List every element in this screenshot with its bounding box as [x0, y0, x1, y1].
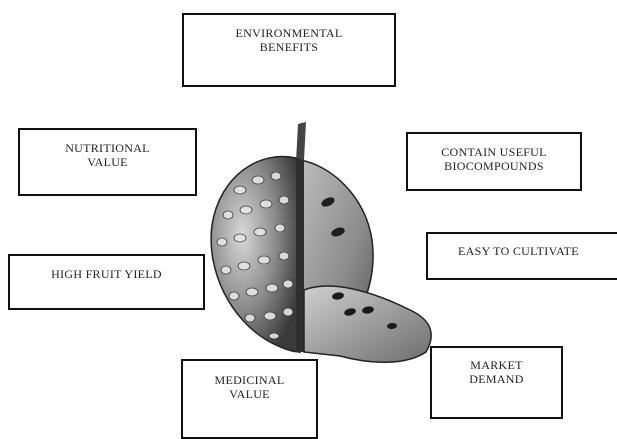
sugar-apple-illustration — [200, 120, 440, 370]
box-easy-to-cultivate: EASY TO CULTIVATE — [426, 232, 617, 280]
label-useful-biocompounds: CONTAIN USEFUL BIOCOMPOUNDS — [441, 145, 547, 173]
label-high-fruit-yield: HIGH FRUIT YIELD — [51, 267, 162, 281]
label-environmental-benefits: ENVIRONMENTAL BENEFITS — [236, 26, 343, 54]
label-nutritional-value: NUTRITIONAL VALUE — [65, 141, 150, 169]
box-medicinal-value: MEDICINAL VALUE — [181, 359, 318, 439]
box-useful-biocompounds: CONTAIN USEFUL BIOCOMPOUNDS — [406, 132, 582, 191]
label-easy-to-cultivate: EASY TO CULTIVATE — [458, 244, 579, 258]
box-nutritional-value: NUTRITIONAL VALUE — [18, 128, 197, 196]
box-market-demand: MARKET DEMAND — [430, 346, 563, 419]
fruit-stem — [296, 122, 306, 162]
label-medicinal-value: MEDICINAL VALUE — [214, 373, 284, 401]
label-market-demand: MARKET DEMAND — [469, 358, 523, 386]
diagram-canvas: ENVIRONMENTAL BENEFITS NUTRITIONAL VALUE… — [0, 0, 617, 428]
box-environmental-benefits: ENVIRONMENTAL BENEFITS — [182, 13, 396, 87]
box-high-fruit-yield: HIGH FRUIT YIELD — [8, 254, 205, 310]
fruit-slice — [304, 286, 431, 362]
fruit-rind — [296, 158, 304, 352]
